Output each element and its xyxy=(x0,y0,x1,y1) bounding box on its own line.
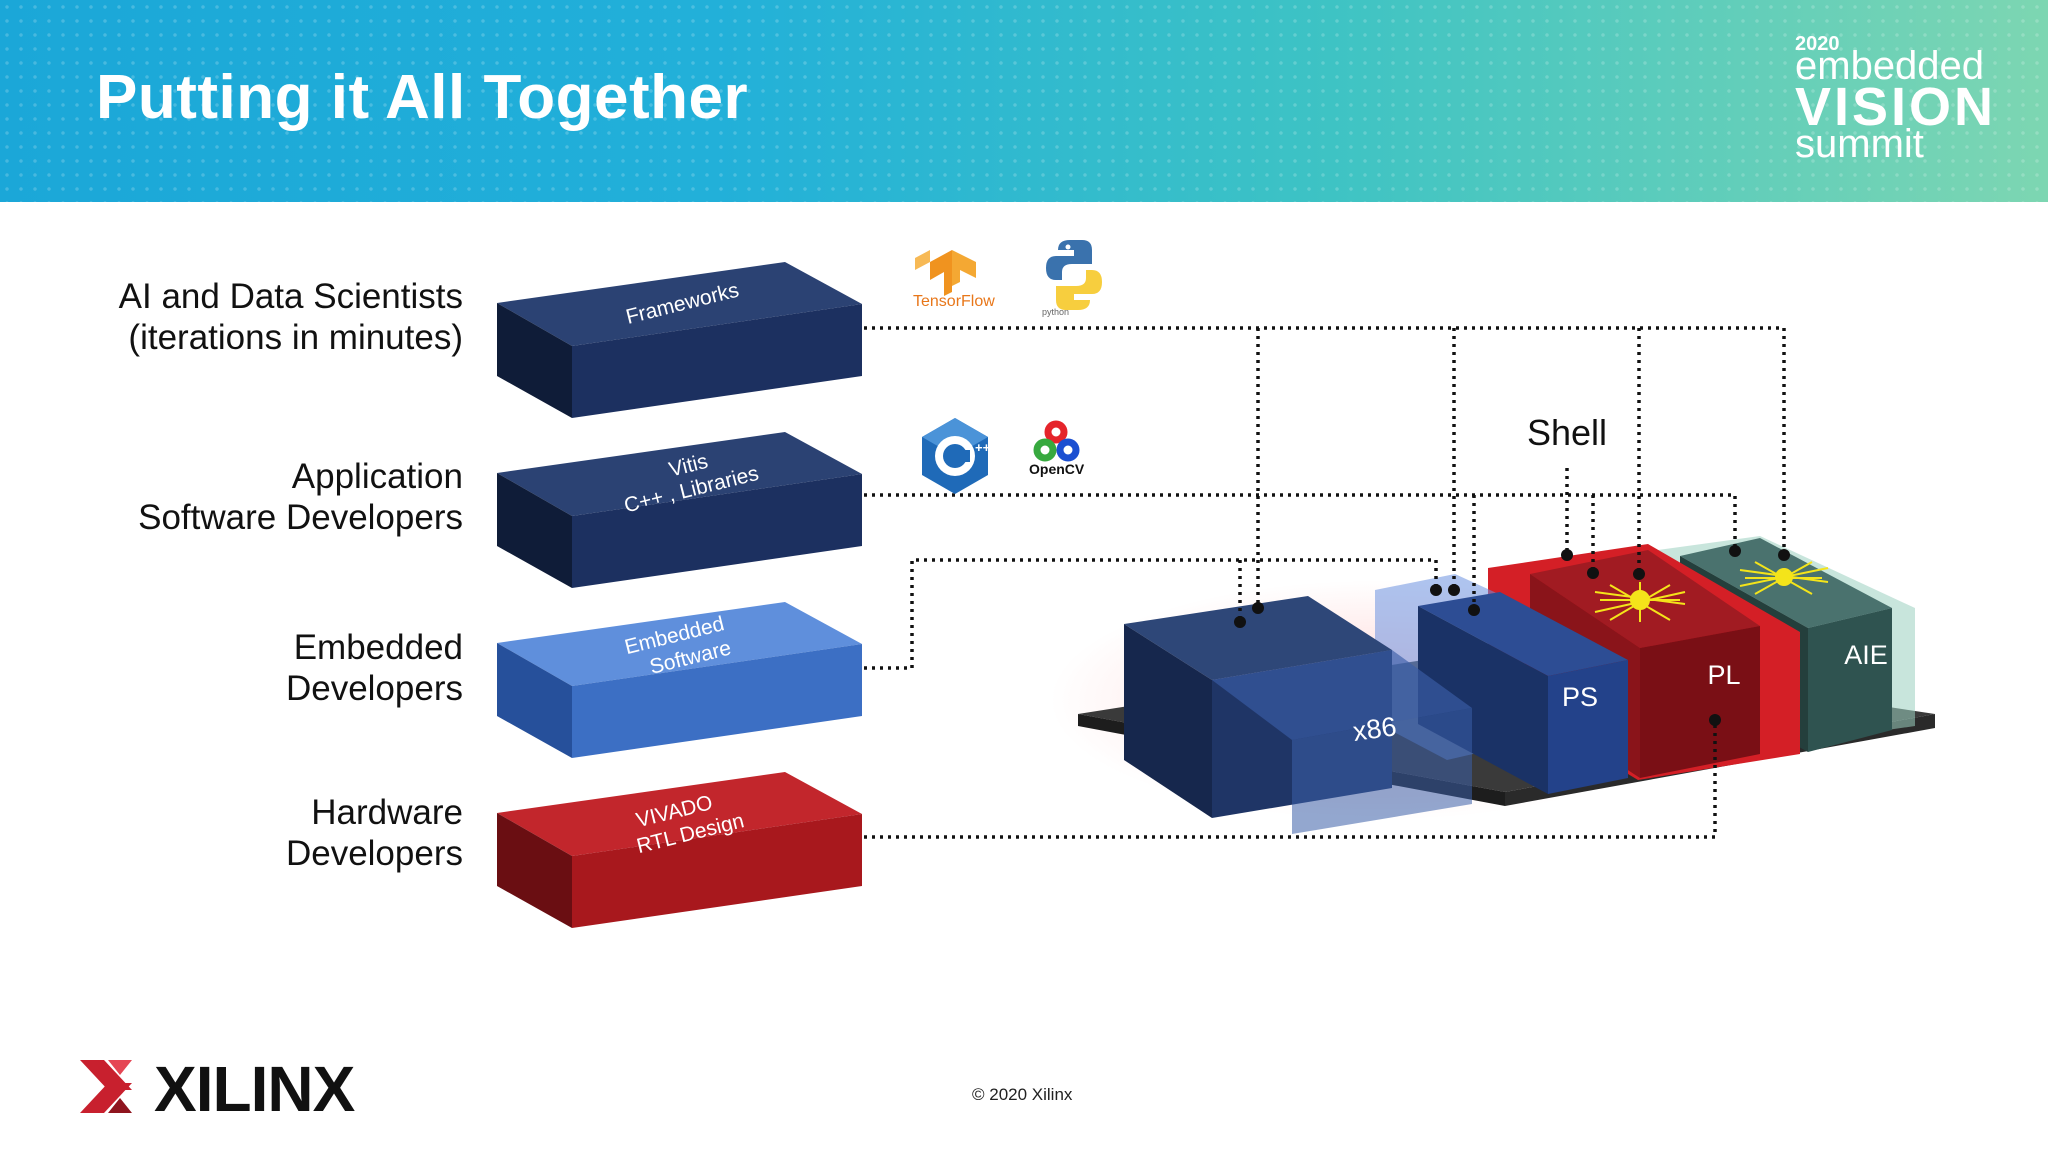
chip-aie-label: AIE xyxy=(1844,640,1888,670)
svg-text:++: ++ xyxy=(975,440,991,455)
neural-network-icon-pl xyxy=(1594,582,1686,622)
xilinx-logo-mark xyxy=(80,1060,132,1113)
connector-endpoints xyxy=(1234,545,1790,726)
xilinx-mark-space xyxy=(80,1059,140,1119)
banner-dot-pattern xyxy=(0,0,2048,202)
shell-label: Shell xyxy=(1527,412,1608,453)
chip-x86-label: x86 xyxy=(1351,711,1398,747)
connectors xyxy=(864,326,1786,839)
block-frameworks: Frameworks xyxy=(497,262,862,418)
role-hardware-developers: Hardware Developers xyxy=(285,793,463,873)
block-vitis: Vitis C++ , Libraries xyxy=(497,432,862,588)
role-embedded-developers: Embedded Developers xyxy=(285,628,463,708)
chip-pl-label: PL xyxy=(1707,660,1740,690)
block-vivado: VIVADO RTL Design xyxy=(497,772,862,928)
xilinx-wordmark: XILINX xyxy=(154,1053,355,1125)
tensorflow-icon xyxy=(915,250,976,296)
embedded-vision-summit-logo: 2020 embedded VISION summit xyxy=(1795,34,1995,164)
role-ai-data-scientists: AI and Data Scientists (iterations in mi… xyxy=(118,277,463,357)
chip-x86: x86 xyxy=(1124,596,1472,834)
header-banner: Putting it All Together 2020 embedded VI… xyxy=(0,0,2048,202)
neural-network-icon-aie xyxy=(1739,561,1829,595)
python-label: python xyxy=(1042,307,1070,317)
logo-line-vision: VISION xyxy=(1795,77,1997,137)
tensorflow-label: TensorFlow xyxy=(913,293,995,310)
cpp-icon: ++ xyxy=(922,418,991,494)
chip-ps-label: PS xyxy=(1562,682,1598,712)
logo-year: 2020 xyxy=(1795,33,1840,55)
python-icon xyxy=(1046,240,1102,310)
logo-line-summit: summit xyxy=(1795,122,1924,166)
copyright-text: © 2020 Xilinx xyxy=(972,1085,1073,1104)
block-embedded-software: Embedded Software xyxy=(497,602,862,758)
opencv-icon xyxy=(1033,420,1080,462)
role-application-developers: Application Software Developers xyxy=(138,457,463,537)
slide-title: Putting it All Together xyxy=(96,63,749,132)
opencv-label: OpenCV xyxy=(1029,461,1085,477)
xilinx-logo: XILINX xyxy=(80,1052,355,1126)
logo-line-embedded: embedded xyxy=(1795,44,1985,88)
